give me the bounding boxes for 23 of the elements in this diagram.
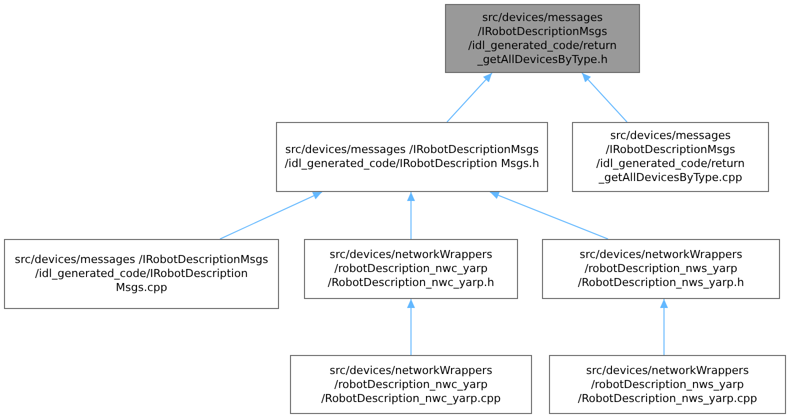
file-path: src/devices/messages /IRobotDescriptionMsgs /idl_generated_code/IRobotDescription Msgs.cpp	[14, 253, 270, 295]
arrow	[582, 72, 628, 122]
file-box	[445, 4, 640, 73]
file-box	[572, 122, 769, 192]
arrow	[490, 192, 608, 240]
arrow	[407, 298, 415, 356]
file-path: src/devices/messages /IRobotDescriptionMsgs /idl_generated_code/return _getAllDevicesByType.h	[467, 10, 618, 66]
file-path: src/devices/messages /IRobotDescriptionMsgs /idl_generated_code/IRobotDescription Msgs.h	[284, 143, 540, 171]
file-box	[4, 239, 279, 309]
file-box	[290, 355, 532, 414]
file-path: src/devices/networkWrappers /robotDescription_nws_yarp /RobotDescription_nws_yarp.h	[576, 248, 746, 290]
file-box	[542, 239, 780, 299]
file-path: src/devices/messages /IRobotDescriptionMsgs /idl_generated_code/return _getAllDevicesByType.cpp	[595, 129, 746, 185]
file-path: src/devices/networkWrappers /robotDescription_nwc_yarp /RobotDescription_nwc_yarp.h	[326, 248, 496, 290]
arrow	[220, 192, 322, 240]
file-path: src/devices/networkWrappers /robotDescription_nwc_yarp /RobotDescription_nwc_yarp.cpp	[320, 364, 502, 406]
file-box	[549, 355, 786, 414]
arrow	[660, 298, 668, 356]
arrow	[446, 72, 492, 122]
arrow	[407, 192, 415, 240]
file-path: src/devices/networkWrappers /robotDescription_nws_yarp /RobotDescription_nws_yarp.cpp	[576, 364, 758, 406]
file-box	[276, 122, 548, 192]
file-box	[304, 239, 518, 299]
